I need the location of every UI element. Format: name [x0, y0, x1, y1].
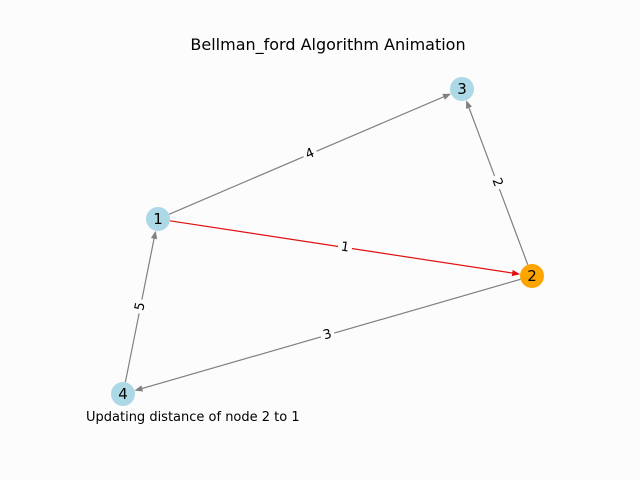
- arrowhead-icon: [150, 230, 158, 240]
- node-1: 1: [146, 207, 170, 231]
- node-circle: [450, 77, 474, 101]
- chart-title: Bellman_ford Algorithm Animation: [190, 35, 465, 55]
- edge-weight-label: 1: [340, 239, 350, 255]
- node-label: 3: [457, 80, 467, 98]
- node-label: 1: [153, 210, 163, 228]
- node-circle: [520, 264, 544, 288]
- edge-4-1: 5: [124, 230, 158, 383]
- edge-1-2: 1: [169, 220, 521, 277]
- node-label: 2: [527, 267, 537, 285]
- node-label: 4: [118, 385, 128, 403]
- arrowhead-icon: [511, 269, 521, 277]
- node-2: 2: [520, 264, 544, 288]
- node-circle: [146, 207, 170, 231]
- status-text: Updating distance of node 2 to 1: [86, 410, 300, 425]
- node-circle: [111, 382, 135, 406]
- node-4: 4: [111, 382, 135, 406]
- arrowhead-icon: [466, 100, 473, 109]
- node-3: 3: [450, 77, 474, 101]
- edge-weight-label: 5: [132, 301, 148, 312]
- edge-weight-label: 3: [321, 327, 333, 344]
- edge-2-4: 3: [134, 278, 521, 392]
- edge-2-3: 2: [466, 100, 529, 265]
- arrowhead-icon: [442, 93, 451, 100]
- arrowhead-icon: [134, 385, 144, 392]
- edge-1-3: 4: [168, 93, 451, 215]
